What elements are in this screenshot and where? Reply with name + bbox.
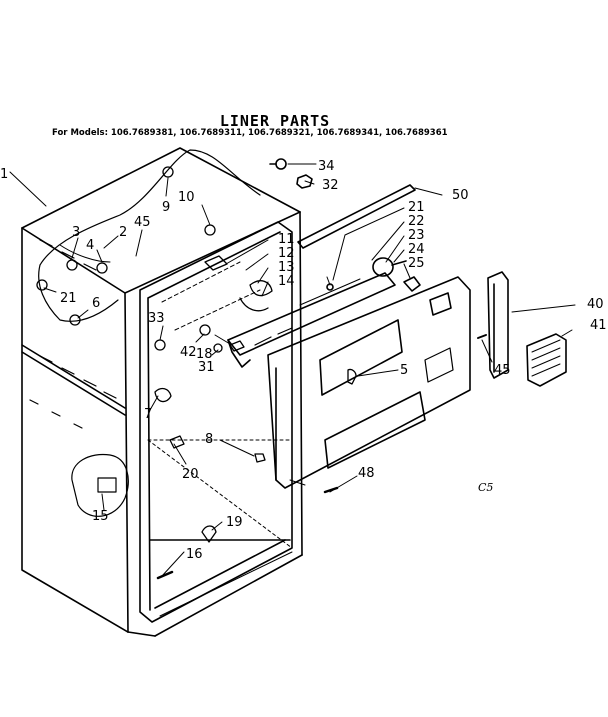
callout-23: 23	[408, 228, 425, 243]
callout-45b: 45	[494, 363, 511, 378]
callout-18: 18	[196, 347, 213, 362]
callout-20: 20	[182, 467, 199, 482]
callout-48: 48	[358, 466, 375, 481]
callout-6: 6	[92, 296, 100, 311]
callout-31: 31	[198, 360, 215, 375]
callout-33: 33	[148, 311, 165, 326]
inner-liner	[139, 221, 293, 623]
callout-2: 2	[119, 225, 127, 240]
callout-50: 50	[452, 188, 469, 203]
grille-41	[526, 333, 567, 387]
callout-3: 3	[72, 225, 80, 240]
callout-42: 42	[180, 345, 197, 360]
bracket-40	[487, 271, 509, 379]
callout-15: 15	[92, 509, 109, 524]
callout-5: 5	[400, 363, 408, 378]
callout-40: 40	[587, 297, 604, 312]
callout-1: 1	[0, 167, 8, 182]
callout-labels: 1 2 3 4 45 9 10 21 6 34 32 50 21 22 23 2…	[0, 159, 607, 562]
callout-19: 19	[226, 515, 243, 530]
trim-strip-50	[297, 184, 416, 249]
callout-4: 4	[86, 238, 94, 253]
callout-10: 10	[178, 190, 195, 205]
control-housing	[227, 272, 396, 368]
callout-11: 11	[278, 232, 295, 247]
callout-13: 13	[278, 260, 295, 275]
control-panel-plate	[267, 276, 471, 489]
callout-12: 12	[278, 246, 295, 261]
callout-16: 16	[186, 547, 203, 562]
callout-14: 14	[278, 274, 295, 289]
callout-21a: 21	[60, 291, 77, 306]
callout-32: 32	[322, 178, 339, 193]
callout-41: 41	[590, 318, 607, 333]
callout-25: 25	[408, 256, 425, 271]
fasteners-34-32	[269, 158, 313, 189]
diagram-title: LINER PARTS	[219, 112, 331, 130]
callout-22: 22	[408, 214, 425, 229]
control-knob	[372, 257, 421, 292]
callout-24: 24	[408, 242, 425, 257]
callout-34: 34	[318, 159, 335, 174]
diagram-code: C5	[478, 481, 494, 494]
leader-lines	[9, 163, 576, 577]
wiring-harness-bottom	[71, 453, 129, 517]
model-list: For Models: 106.7689381, 106.7689311, 10…	[52, 128, 448, 138]
cabinet-shell	[21, 147, 303, 637]
callout-21b: 21	[408, 200, 425, 215]
wiring-harness-top	[38, 149, 261, 322]
callout-9: 9	[162, 200, 170, 215]
callout-45a: 45	[134, 215, 151, 230]
callout-7: 7	[144, 407, 152, 422]
callout-8: 8	[205, 432, 213, 447]
